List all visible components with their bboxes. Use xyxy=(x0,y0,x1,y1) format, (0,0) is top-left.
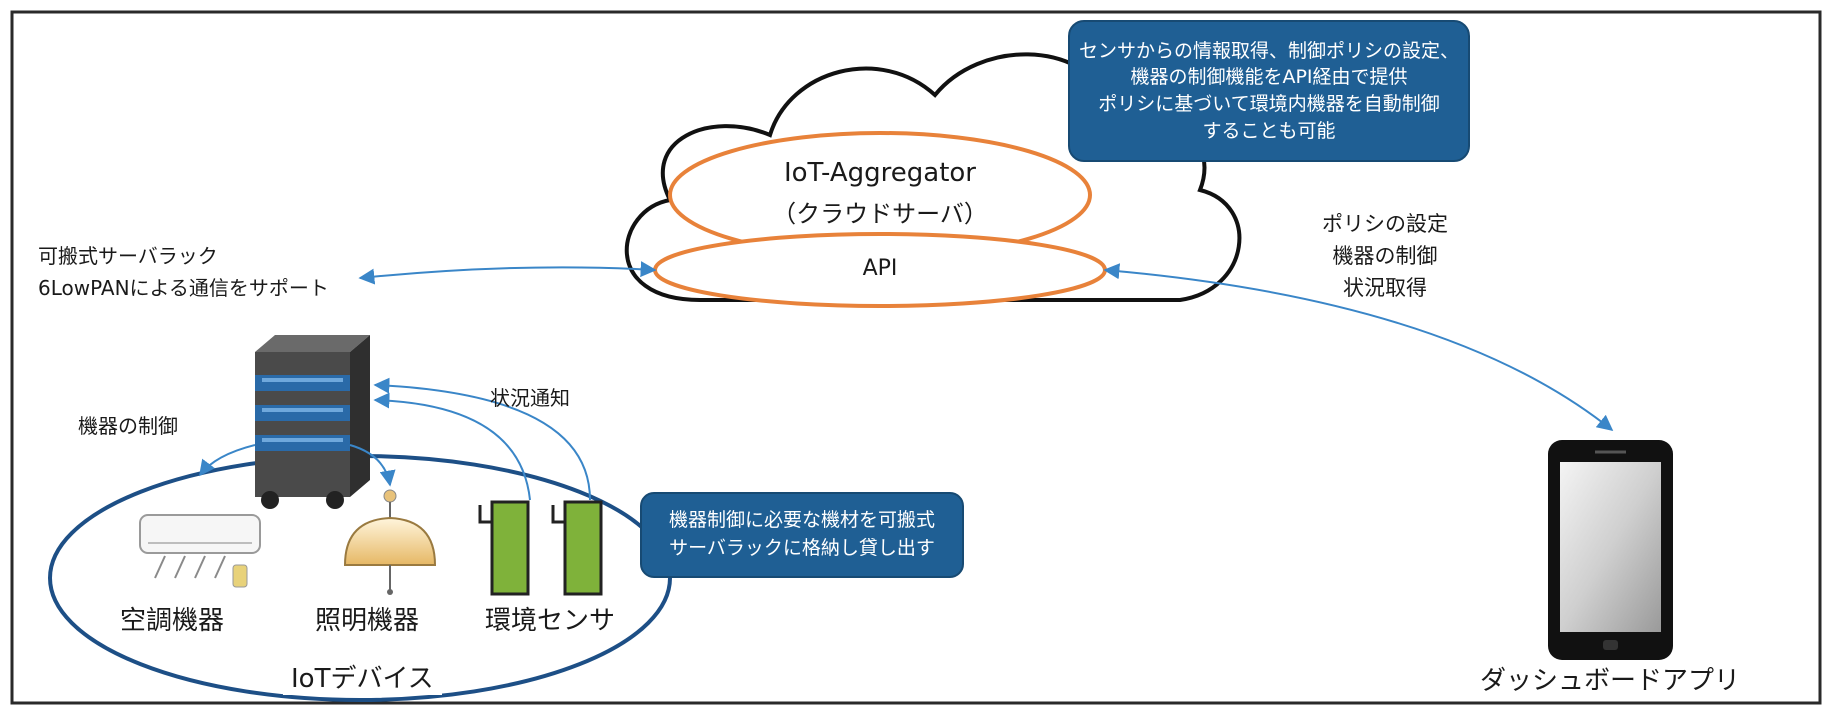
cloud-callout-box: センサからの情報取得、制御ポリシの設定、 機器の制御機能をAPI経由で提供 ポリ… xyxy=(1068,20,1470,162)
dashboard-app-label: ダッシュボードアプリ xyxy=(1479,666,1740,696)
cloud-callout-line-1: センサからの情報取得、制御ポリシの設定、 xyxy=(1078,39,1459,62)
dashboard-link-line-2: 機器の制御 xyxy=(1332,244,1438,268)
cloud-callout-line-2: 機器の制御機能をAPI経由で提供 xyxy=(1130,66,1408,89)
server-rack-icon xyxy=(255,335,370,509)
status-notify-label: 状況通知 xyxy=(490,386,570,410)
arrow-sensor1-notify xyxy=(373,392,531,501)
arrow-to-light xyxy=(349,444,396,487)
sensor-label: 環境センサ xyxy=(485,606,616,636)
arrow-sensor2-notify xyxy=(373,377,591,501)
rack-callout-box: 機器制御に必要な機材を可搬式 サーバラックに格納し貸し出す xyxy=(640,492,964,578)
rack-callout-line-2: サーバラックに格納し貸し出す xyxy=(669,537,935,559)
arrow-to-ac xyxy=(199,444,256,477)
cloud-callout-line-3: ポリシに基づいて環境内機器を自動制御 xyxy=(1098,93,1440,115)
outer-frame xyxy=(10,10,1822,705)
api-label: API xyxy=(862,256,898,281)
server-rack-label-2: 6LowPANによる通信をサポート xyxy=(38,276,329,300)
arrow-server-api xyxy=(358,261,657,285)
light-label: 照明機器 xyxy=(315,606,420,636)
iot-device-group-label: IoTデバイス xyxy=(283,658,442,695)
dashboard-link-line-1: ポリシの設定 xyxy=(1322,212,1448,236)
smartphone-icon xyxy=(1548,440,1673,660)
device-control-label: 機器の制御 xyxy=(78,414,178,438)
environment-sensor-icon xyxy=(478,500,603,596)
aggregator-title: IoT-Aggregator xyxy=(783,158,977,188)
air-conditioner-icon xyxy=(139,514,261,588)
cloud-callout-line-4: することも可能 xyxy=(1202,119,1336,142)
ac-label: 空調機器 xyxy=(120,606,225,636)
rack-callout-line-1: 機器制御に必要な機材を可搬式 xyxy=(668,509,935,532)
ceiling-light-icon xyxy=(343,489,437,595)
server-rack-label-1: 可搬式サーバラック xyxy=(38,244,218,268)
dashboard-link-line-3: 状況取得 xyxy=(1343,276,1427,300)
arrow-api-phone xyxy=(1103,263,1614,432)
aggregator-subtitle: （クラウドサーバ） xyxy=(772,200,988,228)
